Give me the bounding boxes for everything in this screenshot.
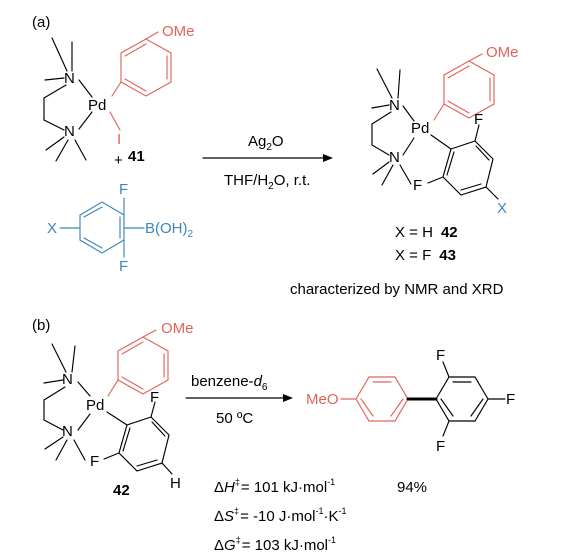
product-fluorine-left: F [413,177,422,194]
pd-i-bond [109,111,121,131]
boronic-acid-group: B(OH)2 [145,220,194,240]
panel-a-label: (a) [32,14,50,31]
gibbs-energy: ΔG‡= 103 kJ·mol-1 [214,535,336,554]
enthalpy: ΔH‡= 101 kJ·mol-1 [214,477,335,496]
biaryl-product: MeO F F F [306,347,515,455]
b-anisyl-ring [107,329,169,397]
biaryl-fluorine-right: F [506,391,515,408]
reactant-pd-complex: N N Pd OMe I 41 [43,23,195,165]
activation-parameters: ΔH‡= 101 kJ·mol-1 ΔS‡= -10 J·mol-1·K-1 Δ… [214,477,347,554]
complex-42: N N Pd OMe F F H 42 [43,320,194,499]
entropy: ΔS‡= -10 J·mol-1·K-1 [214,506,347,525]
biaryl-fluorine-bottom: F [436,438,445,455]
x-substituent: X [47,220,57,237]
iodide: I [117,131,121,148]
product-ome-group: OMe [486,44,519,61]
fluorine-bottom: F [119,258,128,275]
anisole-ring [355,376,409,422]
compound-number-41: 41 [128,148,145,165]
b-pd-aryl-bond [106,411,128,426]
product-pd-atom: Pd [411,120,429,137]
b-tmeda-bonds [43,343,91,461]
tmeda-ligand-bonds [43,37,93,162]
pd-atom: Pd [88,97,106,114]
product-x-substituent: X [497,200,507,217]
n-atom-bottom: N [64,123,75,140]
fluorine-top: F [119,181,128,198]
yield: 94% [397,479,427,496]
product-n-bottom: N [389,149,400,166]
characterization-note: characterized by NMR and XRD [290,281,504,298]
product-tmeda-bonds [371,68,415,186]
fluoroarene-ring [435,376,489,422]
product-pd-complex: N N Pd OMe F F X [371,44,519,217]
n-atom-top: N [64,70,75,87]
reaction-arrow-a: Ag2O THF/H2O, r.t. [202,133,333,192]
b-n-bottom: N [62,423,73,440]
b-ome-group: OMe [161,320,194,337]
boronic-acid: X F F B(OH)2 [47,181,194,275]
product-n-top: N [389,97,400,114]
product-fluorine-top: F [474,111,483,128]
biaryl-fluorine-top: F [436,347,445,364]
anisyl-ring [111,31,172,97]
ome-group: OMe [162,23,195,40]
conditions-thf-h2o: THF/H2O, r.t. [224,172,310,192]
b-fluorine-left: F [90,453,99,470]
b-pd-atom: Pd [86,397,104,414]
temperature: 50 ºC [216,410,253,427]
product-anisyl-ring [433,53,495,121]
reaction-arrow-b: benzene-d6 50 ºC [185,373,293,427]
compound-number-42: 42 [113,482,130,499]
meo-group: MeO [306,391,339,408]
solvent-benzene-d6: benzene-d6 [191,373,268,393]
product-aryl-ring [427,124,499,200]
reagent-ag2o: Ag2O [248,133,284,153]
pd-aryl-bond [430,134,452,150]
b-fluorine-top: F [150,389,159,406]
panel-b-label: (b) [32,317,50,334]
b-hydrogen: H [170,475,181,492]
b-aryl-ring [103,401,173,475]
plus-sign: + [114,152,123,169]
b-n-top: N [62,371,73,388]
